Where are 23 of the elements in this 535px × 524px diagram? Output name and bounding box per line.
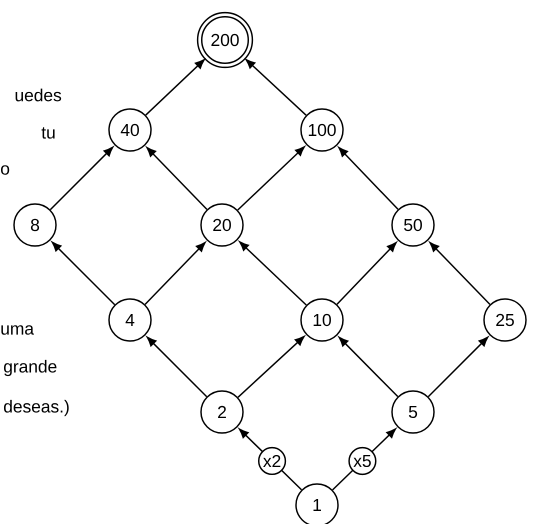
arrow	[429, 242, 490, 305]
arrow	[237, 146, 305, 211]
text-fragment: deseas.)	[4, 400, 69, 416]
text-fragment: o	[1, 165, 10, 175]
arrow	[338, 336, 398, 398]
arrow	[428, 336, 488, 398]
arrow	[144, 242, 206, 305]
text-fragment: uedes	[16, 88, 62, 102]
edge-label: x2	[258, 446, 286, 476]
arrow	[246, 58, 307, 116]
arrow	[238, 336, 305, 398]
arrow	[50, 146, 114, 210]
text-fragment: uma	[1, 325, 34, 335]
arrow	[145, 59, 205, 116]
text-fragment: tu	[42, 127, 55, 139]
text-fragment: grande	[4, 360, 56, 376]
arrow	[338, 147, 398, 210]
arrow	[146, 146, 208, 210]
arrow	[146, 336, 208, 398]
arrow	[336, 242, 397, 305]
arrow	[239, 241, 307, 306]
edge-label: x5	[348, 446, 376, 476]
arrow	[52, 242, 116, 306]
